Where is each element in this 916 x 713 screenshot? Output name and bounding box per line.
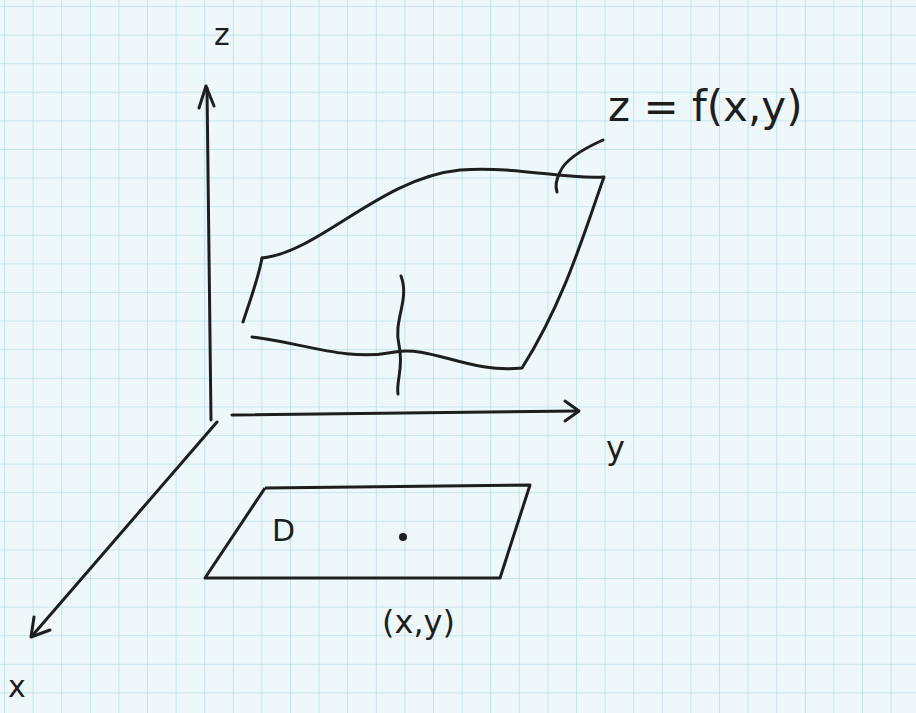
axis-label: z = f(x,y) <box>608 86 803 128</box>
region-label: D <box>272 516 295 546</box>
axis-label: (x,y) <box>382 606 455 638</box>
domain-region: D <box>200 480 536 582</box>
region-outline <box>205 485 530 578</box>
surface-outline <box>252 169 604 369</box>
label-text: y <box>606 429 625 467</box>
x-axis <box>32 422 217 636</box>
leader-line <box>556 140 603 192</box>
label-text: (x,y) <box>382 603 455 641</box>
surface-left-edge <box>243 258 262 322</box>
label-text: z = f(x,y) <box>608 82 803 131</box>
label-text: x <box>8 669 26 704</box>
label-text: z <box>214 17 230 52</box>
x-arrowhead <box>31 617 50 637</box>
vertical-line <box>398 276 404 394</box>
region-outline-svg <box>200 480 536 582</box>
z-axis <box>207 88 211 420</box>
y-arrowhead <box>565 401 579 421</box>
point-dot <box>399 533 407 541</box>
y-axis <box>232 411 578 415</box>
axis-label: x <box>8 672 26 702</box>
z-arrowhead <box>199 86 214 108</box>
axis-label: y <box>606 432 625 464</box>
axis-label: z <box>214 20 230 50</box>
